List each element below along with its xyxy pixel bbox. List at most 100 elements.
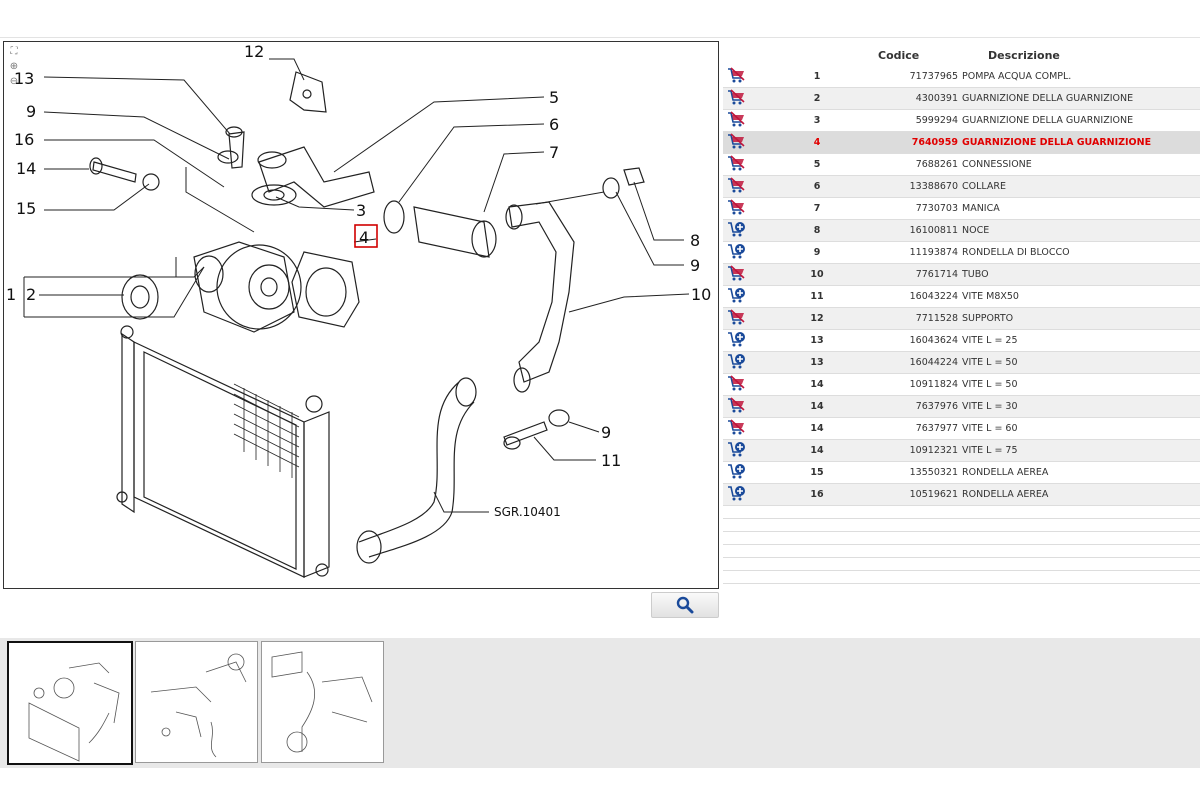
cart-add-icon[interactable]	[727, 287, 747, 303]
row-number: 13	[756, 351, 878, 374]
cart-unavailable-icon[interactable]	[727, 265, 747, 281]
callout-4[interactable]: 4	[359, 228, 369, 247]
cart-add-icon[interactable]	[727, 485, 747, 501]
cart-unavailable-icon[interactable]	[727, 111, 747, 127]
row-icon-cell[interactable]	[723, 439, 756, 462]
callout-8[interactable]: 8	[690, 231, 700, 250]
row-number: 6	[756, 175, 878, 198]
row-icon-cell[interactable]	[723, 66, 756, 88]
row-icon-cell[interactable]	[723, 131, 756, 154]
diagram-code-label: SGR.10401	[494, 505, 561, 519]
callout-12[interactable]: 12	[244, 42, 264, 61]
callout-9b[interactable]: 9	[690, 256, 700, 275]
cart-add-icon[interactable]	[727, 353, 747, 369]
cart-add-icon[interactable]	[727, 243, 747, 259]
cart-unavailable-icon[interactable]	[727, 375, 747, 391]
row-icon-cell[interactable]	[723, 153, 756, 176]
row-code: 7730703	[878, 197, 962, 220]
cart-unavailable-icon[interactable]	[727, 155, 747, 171]
callout-15[interactable]: 15	[16, 199, 36, 218]
cart-unavailable-icon[interactable]	[727, 309, 747, 325]
callout-1[interactable]: 1	[6, 285, 16, 304]
cart-unavailable-icon[interactable]	[727, 397, 747, 413]
row-icon-cell[interactable]	[723, 197, 756, 220]
callout-9c[interactable]: 9	[601, 423, 611, 442]
row-icon-cell[interactable]	[723, 373, 756, 396]
callout-10[interactable]: 10	[691, 285, 711, 304]
row-icon-cell[interactable]	[723, 329, 756, 352]
callout-16[interactable]: 16	[14, 130, 34, 149]
callout-13[interactable]: 13	[14, 69, 34, 88]
cart-unavailable-icon[interactable]	[727, 133, 747, 149]
zoom-out-icon[interactable]: ⊖	[9, 76, 19, 87]
thumb-1[interactable]	[7, 641, 133, 765]
callout-2[interactable]: 2	[26, 285, 36, 304]
row-icon-cell[interactable]	[723, 263, 756, 286]
row-description: POMPA ACQUA COMPL.	[962, 66, 1200, 88]
cart-add-icon[interactable]	[727, 221, 747, 237]
row-icon-cell[interactable]	[723, 109, 756, 132]
row-icon-cell[interactable]	[723, 417, 756, 440]
row-icon-cell[interactable]	[723, 87, 756, 110]
zoom-in-icon[interactable]: ⊕	[9, 61, 19, 72]
row-description: SUPPORTO	[962, 307, 1200, 330]
thumb-2[interactable]	[135, 641, 258, 763]
callout-3[interactable]: 3	[356, 201, 366, 220]
row-icon-cell[interactable]	[723, 395, 756, 418]
row-icon-cell[interactable]	[723, 351, 756, 374]
callout-14[interactable]: 14	[16, 159, 36, 178]
callout-6[interactable]: 6	[549, 115, 559, 134]
row-number: 8	[756, 219, 878, 242]
exploded-diagram[interactable]: ⛶ ⊕ ⊖	[3, 41, 719, 589]
callout-9a[interactable]: 9	[26, 102, 36, 121]
row-icon-cell[interactable]	[723, 219, 756, 242]
row-icon-cell[interactable]	[723, 461, 756, 484]
row-description: RONDELLA AEREA	[962, 461, 1200, 484]
row-number: 2	[756, 87, 878, 110]
callout-11[interactable]: 11	[601, 451, 621, 470]
cart-add-icon[interactable]	[727, 441, 747, 457]
row-description: TUBO	[962, 263, 1200, 286]
row-description: GUARNIZIONE DELLA GUARNIZIONE	[962, 87, 1200, 110]
magnify-button[interactable]	[651, 592, 719, 618]
header-desc: Descrizione	[988, 48, 1060, 62]
callout-5[interactable]: 5	[549, 88, 559, 107]
cart-unavailable-icon[interactable]	[727, 199, 747, 215]
cart-add-icon[interactable]	[727, 463, 747, 479]
cart-unavailable-icon[interactable]	[727, 177, 747, 193]
cart-add-icon[interactable]	[727, 331, 747, 347]
row-icon-cell[interactable]	[723, 175, 756, 198]
cart-unavailable-icon[interactable]	[727, 419, 747, 435]
row-icon-cell[interactable]	[723, 241, 756, 264]
cart-unavailable-icon[interactable]	[727, 67, 747, 83]
thumb-3[interactable]	[261, 641, 384, 763]
fullscreen-icon[interactable]: ⛶	[10, 46, 18, 57]
row-number: 14	[756, 439, 878, 462]
row-description: VITE L = 30	[962, 395, 1200, 418]
row-icon-cell[interactable]	[723, 307, 756, 330]
callout-7[interactable]: 7	[549, 143, 559, 162]
row-icon-cell[interactable]	[723, 285, 756, 308]
row-icon-cell[interactable]	[723, 483, 756, 506]
cart-unavailable-icon[interactable]	[727, 89, 747, 105]
